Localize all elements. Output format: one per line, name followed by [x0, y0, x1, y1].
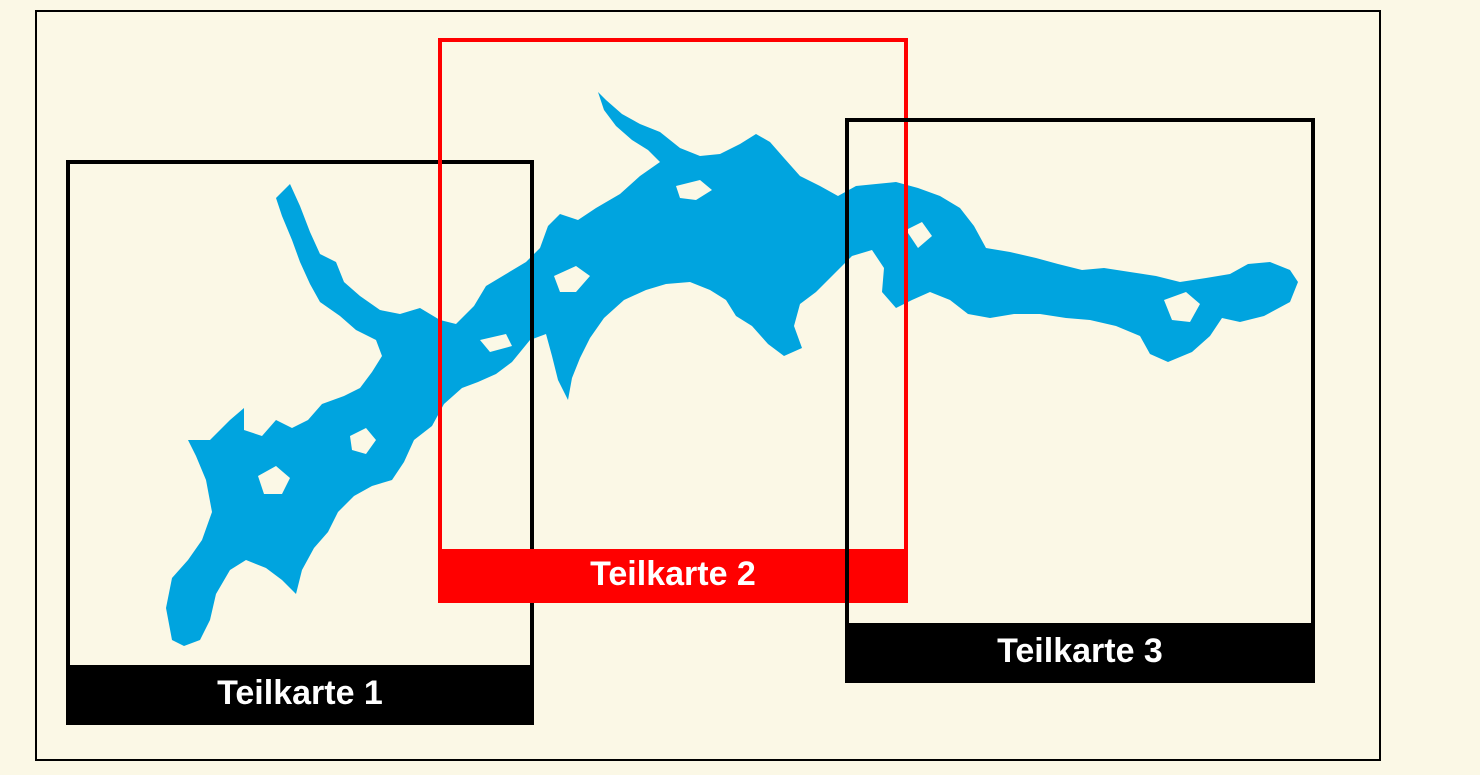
island-shape	[676, 180, 712, 200]
tile-label-3: Teilkarte 3	[849, 623, 1311, 679]
island-shape	[258, 466, 290, 494]
island-shape	[554, 266, 590, 292]
lake-main-shape	[166, 92, 1298, 646]
island-shape	[350, 428, 376, 454]
island-shape	[1164, 292, 1200, 322]
map-frame	[35, 10, 1381, 761]
tile-frame-1[interactable]: Teilkarte 1	[66, 160, 534, 725]
tile-frame-2[interactable]: Teilkarte 2	[438, 38, 908, 603]
tile-label-2: Teilkarte 2	[442, 549, 904, 599]
island-shape	[480, 334, 512, 352]
tile-frame-3[interactable]: Teilkarte 3	[845, 118, 1315, 683]
island-shape	[906, 222, 932, 248]
tile-label-1: Teilkarte 1	[70, 665, 530, 721]
